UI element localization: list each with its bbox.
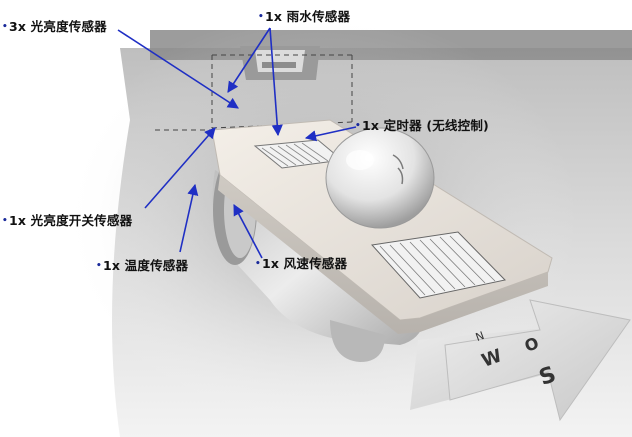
bullet-icon: • <box>258 12 264 22</box>
bullet-icon: • <box>96 261 102 271</box>
label-rain-sensor-text: 1x 雨水传感器 <box>265 9 350 24</box>
label-wind-sensor: •1x 风速传感器 <box>255 257 347 271</box>
bullet-icon: • <box>2 216 8 226</box>
label-rain-sensor: •1x 雨水传感器 <box>258 10 350 24</box>
light-sensor-dome <box>326 128 434 228</box>
label-light-switch-sensor: •1x 光亮度开关传感器 <box>2 214 132 228</box>
label-light-switch-sensor-text: 1x 光亮度开关传感器 <box>9 213 132 228</box>
mounting-bracket <box>240 46 320 80</box>
compass-west: W <box>480 349 504 369</box>
bullet-icon: • <box>355 121 361 131</box>
bullet-icon: • <box>2 22 8 32</box>
label-temperature-sensor-text: 1x 温度传感器 <box>103 258 188 273</box>
label-temperature-sensor: •1x 温度传感器 <box>96 259 188 273</box>
label-timer: •1x 定时器 (无线控制) <box>355 119 489 133</box>
label-timer-text: 1x 定时器 (无线控制) <box>362 118 489 133</box>
label-wind-sensor-text: 1x 风速传感器 <box>262 256 347 271</box>
bullet-icon: • <box>255 259 261 269</box>
label-light-sensors-text: 3x 光亮度传感器 <box>9 19 107 34</box>
label-light-sensors: •3x 光亮度传感器 <box>2 20 107 34</box>
